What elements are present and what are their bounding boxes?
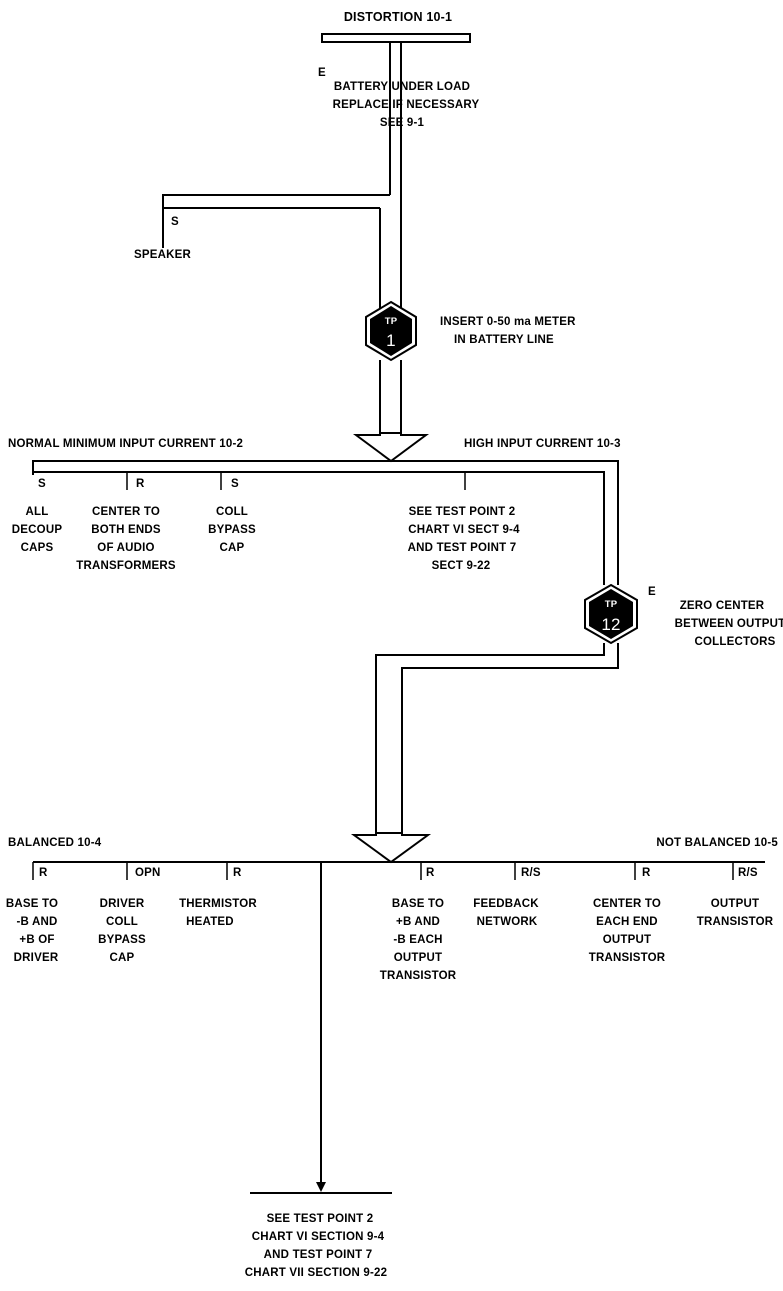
item-line: BASE TO [6, 898, 58, 910]
item-code: R [233, 867, 242, 879]
item-line: SECT 9-22 [432, 560, 491, 572]
item-line: +B AND [396, 916, 440, 928]
arrow-down-icon [352, 432, 430, 463]
tp12-note-line: ZERO CENTER [680, 600, 765, 612]
tp1-note-line: IN BATTERY LINE [454, 334, 554, 346]
title-bar [321, 33, 471, 43]
arrow-down-icon [350, 832, 432, 864]
branch2-item-driver-base: R BASE TO -B AND +B OF DRIVER [6, 867, 59, 964]
item-line: -B AND [16, 916, 57, 928]
item-line: THERMISTOR [179, 898, 257, 910]
item-line: ALL [26, 506, 49, 518]
item-line: SEE TEST POINT 2 [409, 506, 516, 518]
item-code: R/S [738, 867, 758, 879]
tp12-badge: TP 12 [584, 583, 638, 645]
item-line: COLL [106, 916, 138, 928]
main-pipe-lower [375, 643, 619, 835]
branch2-item-feedback: R/S FEEDBACK NETWORK [473, 867, 541, 928]
item-line: COLL [216, 506, 248, 518]
item-line: TRANSFORMERS [76, 560, 176, 572]
item-line: DECOUP [12, 524, 63, 536]
item-line: -B EACH [393, 934, 442, 946]
item-line: BASE TO [392, 898, 444, 910]
item-line: CAP [110, 952, 135, 964]
speaker-code: S [171, 216, 179, 228]
speaker-label: SPEAKER [134, 249, 191, 261]
item-line: OUTPUT [603, 934, 651, 946]
item-line: EACH END [596, 916, 658, 928]
item-line: FEEDBACK [473, 898, 539, 910]
step1-line: BATTERY UNDER LOAD [334, 81, 470, 93]
item-line: DRIVER [100, 898, 145, 910]
item-line: HEATED [186, 916, 234, 928]
item-line: NETWORK [477, 916, 538, 928]
branch2-item-center-output: R CENTER TO EACH END OUTPUT TRANSISTOR [589, 867, 666, 964]
item-line: CENTER TO [92, 506, 160, 518]
item-line: AND TEST POINT 7 [408, 542, 517, 554]
step1-code: E [318, 67, 326, 79]
chart-title: DISTORTION 10-1 [344, 10, 452, 24]
tp12-number: 12 [601, 615, 620, 634]
branch1-left-label: NORMAL MINIMUM INPUT CURRENT 10-2 [8, 438, 243, 450]
item-line: TRANSISTOR [380, 970, 457, 982]
item-line: CAPS [21, 542, 54, 554]
tp12-note-line: COLLECTORS [694, 636, 775, 648]
branch2-item-driver-bypass: OPN DRIVER COLL BYPASS CAP [98, 867, 160, 964]
arrow-down-icon [316, 1182, 326, 1192]
item-line: CAP [220, 542, 245, 554]
branch1-bus [32, 460, 619, 585]
tp1-number: 1 [386, 331, 396, 350]
final-reference: SEE TEST POINT 2 CHART VI SECTION 9-4 AN… [245, 1213, 387, 1279]
item-code: R [136, 478, 145, 490]
item-code: OPN [135, 867, 161, 879]
tp12-note-line: BETWEEN OUTPUT [675, 618, 783, 630]
final-line: CHART VI SECTION 9-4 [252, 1231, 385, 1243]
item-code: R [426, 867, 435, 879]
main-pipe-upper [162, 42, 402, 318]
item-line: BOTH ENDS [91, 524, 161, 536]
tp1-label: TP [385, 316, 398, 327]
step1-line: SEE 9-1 [380, 117, 425, 129]
branch2-item-thermistor: R THERMISTOR HEATED [179, 867, 257, 928]
item-line: TRANSISTOR [697, 916, 774, 928]
branch2-item-output-base: R BASE TO +B AND -B EACH OUTPUT TRANSIST… [380, 867, 457, 982]
item-code: R/S [521, 867, 541, 879]
item-code: R [642, 867, 651, 879]
item-line: BYPASS [208, 524, 256, 536]
tp1-badge: TP 1 [365, 300, 417, 362]
item-code: S [231, 478, 239, 490]
item-line: +B OF [19, 934, 54, 946]
item-line: OUTPUT [394, 952, 442, 964]
branch2-left-label: BALANCED 10-4 [8, 837, 102, 849]
final-line: SEE TEST POINT 2 [267, 1213, 374, 1225]
item-line: TRANSISTOR [589, 952, 666, 964]
branch2-item-output-transistor: R/S OUTPUT TRANSISTOR [697, 867, 774, 928]
item-code: R [39, 867, 48, 879]
final-line: CHART VII SECTION 9-22 [245, 1267, 387, 1279]
item-line: CHART VI SECT 9-4 [408, 524, 520, 536]
tp12-label: TP [605, 599, 618, 610]
branch1-right-label: HIGH INPUT CURRENT 10-3 [464, 438, 621, 450]
branch1-item-transformers: R CENTER TO BOTH ENDS OF AUDIO TRANSFORM… [76, 478, 176, 572]
item-line: BYPASS [98, 934, 146, 946]
tp1-note-line: INSERT 0-50 ma METER [440, 316, 576, 328]
item-code: S [38, 478, 46, 490]
branch1-item-see-test-point: SEE TEST POINT 2 CHART VI SECT 9-4 AND T… [408, 506, 520, 572]
item-line: DRIVER [14, 952, 59, 964]
branch2-bus [32, 861, 765, 1192]
item-line: OUTPUT [711, 898, 759, 910]
branch1-item-bypass: S COLL BYPASS CAP [208, 478, 256, 554]
branch1-item-decoup: S ALL DECOUP CAPS [12, 478, 63, 554]
item-line: OF AUDIO [97, 542, 154, 554]
branch2-right-label: NOT BALANCED 10-5 [656, 837, 778, 849]
tp12-code: E [648, 586, 656, 598]
step1-text: BATTERY UNDER LOAD REPLACE IF NECESSARY … [333, 81, 480, 129]
final-line: AND TEST POINT 7 [264, 1249, 373, 1261]
step1-line: REPLACE IF NECESSARY [333, 99, 480, 111]
item-line: CENTER TO [593, 898, 661, 910]
